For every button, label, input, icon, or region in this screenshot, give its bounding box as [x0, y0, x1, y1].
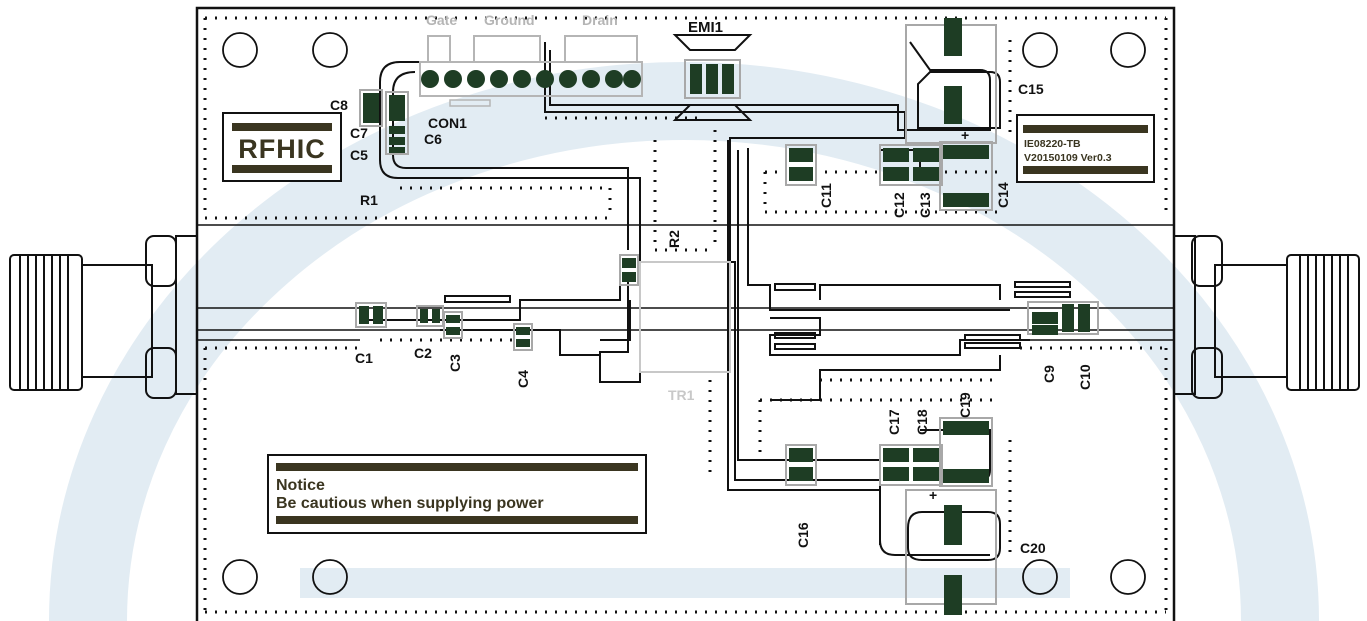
label-c11: C11 [818, 183, 834, 208]
notice-body: Be cautious when supplying power [276, 495, 544, 512]
label-c14: C14 [995, 182, 1011, 208]
match-stubs [444, 281, 1071, 350]
component-pads [355, 18, 1099, 615]
label-c18: C18 [914, 409, 930, 435]
c17-c18-pad [879, 444, 943, 486]
label-emi1: EMI1 [688, 19, 723, 36]
logo-text: RFHIC [238, 134, 326, 164]
notice-box: Notice Be cautious when supplying power [267, 454, 647, 534]
label-c15: C15 [1018, 81, 1044, 97]
c7-c5-pad [385, 91, 409, 155]
label-drain: Drain [582, 12, 618, 28]
c3-pad [443, 311, 463, 339]
board-id-line1: IE08220-TB [1024, 138, 1081, 150]
label-ground: Ground [484, 12, 535, 28]
rfhic-logo: RFHIC [222, 112, 342, 182]
c8-pad [359, 89, 383, 127]
label-c2: C2 [414, 345, 432, 361]
mounting-holes [222, 32, 1146, 595]
label-c6: C6 [424, 131, 442, 147]
watermark [49, 62, 1319, 621]
transistor-outline [639, 261, 731, 373]
label-r2: R2 [666, 230, 682, 248]
label-r1: R1 [360, 192, 378, 208]
label-c5: C5 [350, 147, 368, 163]
label-c9: C9 [1041, 365, 1057, 383]
c11-pad [785, 144, 817, 186]
component-labels: EMI1 CON1 C6 C8 C7 C5 R1 C15 C1 C2 TR1 C… [330, 19, 1093, 556]
label-c10: C10 [1077, 364, 1093, 390]
label-c1: C1 [355, 350, 373, 366]
tr1-gate-pad [619, 254, 639, 286]
c1-pad [355, 302, 387, 328]
emi-filter [672, 34, 753, 121]
left-rf-connector [9, 235, 198, 399]
notice-title: Notice [276, 477, 325, 494]
c16-pad [785, 444, 817, 486]
header-pin-labels: Gate Ground Drain [426, 12, 618, 28]
label-c3: C3 [447, 354, 463, 372]
label-con1: CON1 [428, 115, 467, 131]
c19-pad [939, 417, 993, 487]
c9-c10-pad [1027, 301, 1099, 335]
c4-pad [513, 323, 533, 351]
label-c7: C7 [350, 125, 368, 141]
label-c16: C16 [795, 522, 811, 548]
label-gate: Gate [426, 12, 457, 28]
label-c20: C20 [1020, 540, 1046, 556]
label-c13: C13 [917, 192, 933, 218]
label-c8: C8 [330, 97, 348, 113]
label-c4: C4 [515, 370, 531, 388]
label-c19: C19 [957, 392, 973, 418]
label-plus-top: + [961, 127, 969, 143]
board-id-line2: V20150109 Ver0.3 [1024, 152, 1112, 164]
con1-header [419, 35, 643, 107]
ground-vias [203, 16, 1168, 614]
c12-c13-pad [879, 144, 943, 186]
label-tr1: TR1 [668, 387, 695, 403]
label-c17: C17 [886, 409, 902, 435]
board-id-box: IE08220-TB V20150109 Ver0.3 [1016, 114, 1155, 183]
label-c12: C12 [891, 192, 907, 218]
label-plus-bottom: + [929, 487, 937, 503]
right-rf-connector [1173, 235, 1360, 399]
